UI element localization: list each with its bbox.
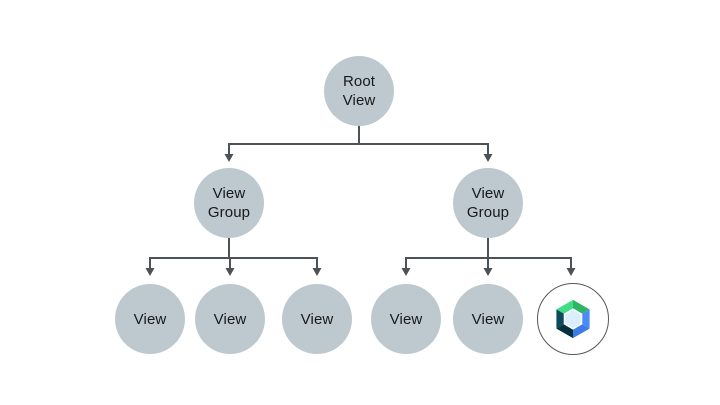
- node-view-group-left: View Group: [194, 168, 264, 238]
- node-view-right-1: View: [371, 284, 441, 354]
- node-label-line: Group: [466, 204, 510, 221]
- node-view-left-1: View: [115, 284, 185, 354]
- node-root-view: Root View: [324, 56, 394, 126]
- node-view-group-right: View Group: [453, 168, 523, 238]
- node-label-line: View: [342, 92, 376, 109]
- node-label-line: Group: [207, 204, 251, 221]
- jetpack-compose-icon: [556, 299, 590, 339]
- node-label-line: View: [389, 310, 423, 328]
- node-label: Root View: [343, 72, 376, 110]
- node-label: View: [214, 310, 247, 329]
- connector-left-group-to-views: [149, 238, 318, 269]
- arrowheads-level-1: [224, 154, 493, 162]
- node-label-line: View: [471, 185, 505, 202]
- connector-root-to-groups: [228, 126, 489, 155]
- node-label: View Group: [208, 184, 250, 222]
- node-label: View: [301, 310, 334, 329]
- arrowheads-level-2-right: [401, 268, 576, 276]
- connector-right-group-to-views: [405, 238, 572, 269]
- node-label-line: View: [213, 310, 247, 328]
- node-view-right-2: View: [453, 284, 523, 354]
- node-label-line: View: [133, 310, 167, 328]
- node-label: View Group: [467, 184, 509, 222]
- node-label-line: Root: [342, 73, 376, 90]
- node-compose-view: [537, 283, 609, 355]
- node-label: View: [134, 310, 167, 329]
- node-label-line: View: [300, 310, 334, 328]
- node-label-line: View: [471, 310, 505, 328]
- node-label: View: [390, 310, 423, 329]
- arrowheads-level-2-left: [145, 268, 322, 276]
- logo-core-hexagon: [563, 308, 583, 330]
- node-label: View: [472, 310, 505, 329]
- node-view-left-3: View: [282, 284, 352, 354]
- node-label-line: View: [212, 185, 246, 202]
- node-view-left-2: View: [195, 284, 265, 354]
